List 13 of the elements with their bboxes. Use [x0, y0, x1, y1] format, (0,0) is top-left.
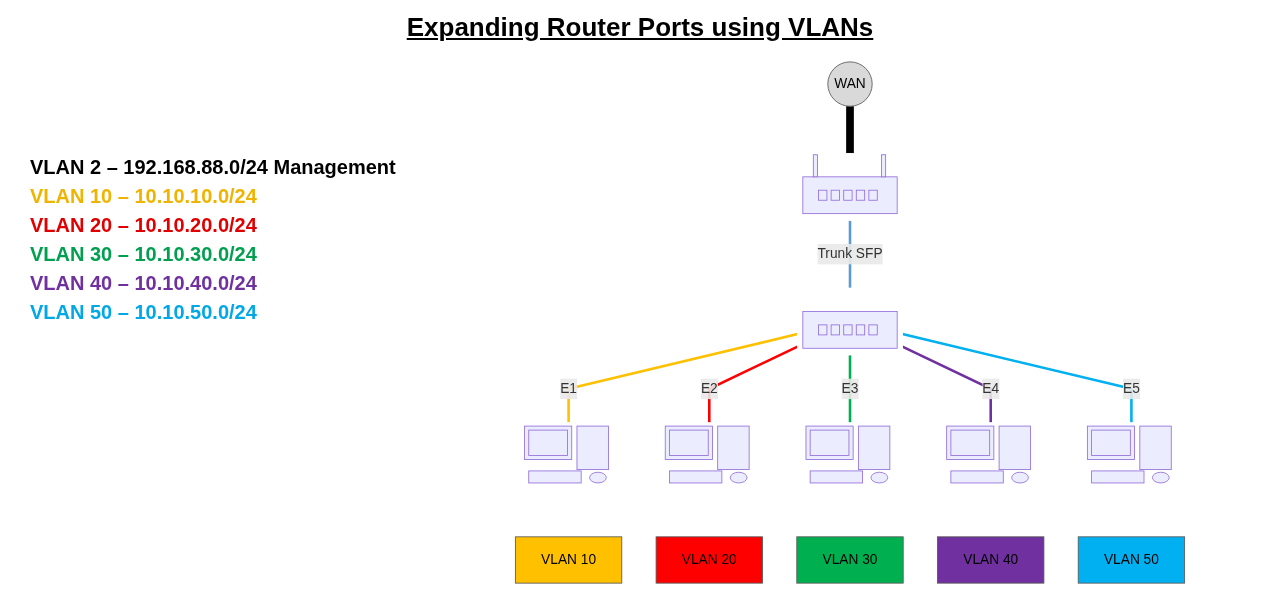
edge-label: E3 [841, 381, 859, 396]
subnet-note: VLAN 30 – 10.10.30.0/24 [30, 243, 258, 266]
subnet-note: VLAN 10 – 10.10.10.0/24 [30, 185, 258, 208]
subnet-note: VLAN 2 – 192.168.88.0/24 Management [30, 156, 396, 179]
edge-label: E1 [560, 381, 577, 396]
edge-label: E5 [1123, 381, 1140, 396]
subnet-note: VLAN 20 – 10.10.20.0/24 [30, 214, 258, 237]
diagram-title: Expanding Router Ports using VLANs [405, 12, 875, 43]
subnet-note: VLAN 50 – 10.10.50.0/24 [30, 301, 258, 324]
edge-label: Trunk SFP [817, 246, 883, 262]
subnet-note: VLAN 40 – 10.10.40.0/24 [30, 272, 258, 295]
edge-label: E4 [982, 381, 1000, 396]
edge-label: E2 [700, 381, 718, 396]
